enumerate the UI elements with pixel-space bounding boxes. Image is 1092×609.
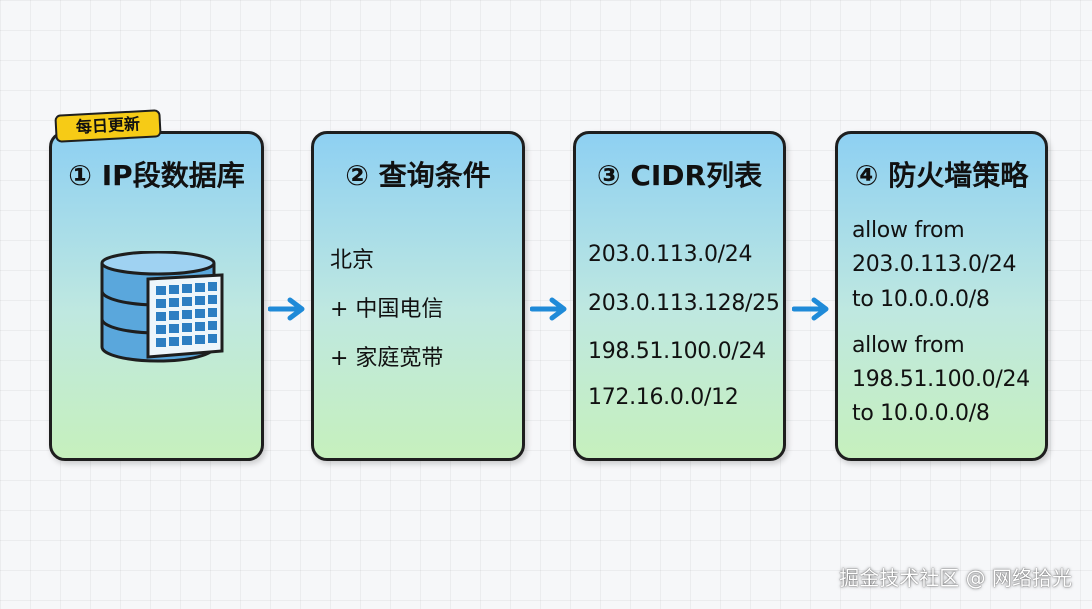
condition-line-type: + 家庭宽带: [330, 346, 444, 371]
policy-line: to 10.0.0.0/8: [852, 287, 990, 312]
arrow-right-icon: [268, 297, 305, 321]
policy-line: 203.0.113.0/24: [852, 252, 1017, 277]
database-icon: [100, 251, 224, 363]
firewall-policy-card: ④ 防火墙策略 allow from 203.0.113.0/24 to 10.…: [835, 131, 1048, 461]
policy-line: allow from: [852, 218, 965, 243]
update-badge: 每日更新: [54, 109, 162, 143]
ip-database-card: ① IP段数据库: [49, 131, 264, 461]
condition-isp: + 中国电信: [330, 297, 444, 322]
policy-line: 198.51.100.0/24: [852, 367, 1030, 392]
card-title: ① IP段数据库: [68, 159, 245, 192]
cidr-entry: 172.16.0.0/12: [588, 385, 739, 410]
table-icon: [146, 273, 224, 359]
watermark: 掘金技术社区 @ 网络拾光: [839, 566, 1072, 590]
policy-line: to 10.0.0.0/8: [852, 401, 990, 426]
condition-city: 北京: [330, 248, 375, 273]
cidr-entry: 198.51.100.0/24: [588, 339, 766, 364]
card-title: ② 查询条件: [345, 159, 491, 192]
cidr-entry: 203.0.113.128/25: [588, 291, 780, 316]
policy-line: allow from: [852, 333, 965, 358]
card-title: ③ CIDR列表: [596, 159, 763, 192]
query-conditions-card: ② 查询条件 北京 + 中国电信 + 家庭宽带: [311, 131, 525, 461]
card-title: ④ 防火墙策略: [854, 159, 1029, 192]
cidr-entry: 203.0.113.0/24: [588, 242, 753, 267]
cidr-list-card: ③ CIDR列表 203.0.113.0/24 203.0.113.128/25…: [573, 131, 786, 461]
arrow-right-icon: [530, 297, 567, 321]
arrow-right-icon: [792, 297, 829, 321]
